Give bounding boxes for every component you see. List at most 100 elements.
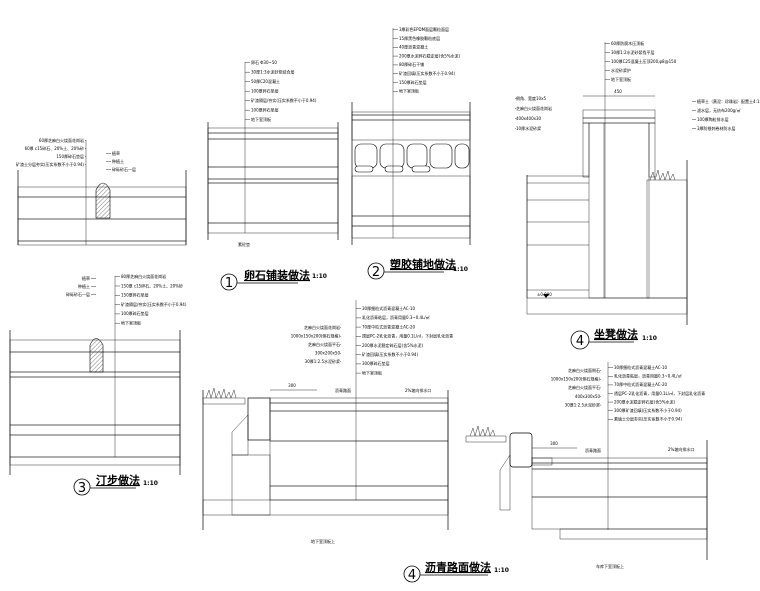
detail-scale: 1:10 <box>453 266 468 273</box>
layer-label: 矿渣土分层夯实(压实系数不小于0.94) <box>16 161 84 167</box>
layer-label: 乳化沥青粘层，沥青用量0.3~0.4L/㎡ <box>362 314 430 320</box>
detail-pebble-paving: 素砼垫 卵石 Φ30~50 30厚1:3水泥砂浆结合层 50厚C20混凝土 100厚碎… <box>207 59 339 291</box>
layer-label: 水泥砂浆护 <box>611 67 631 73</box>
layer-label: 芝麻白火烧面平石 <box>308 341 340 347</box>
layer-label: 倒角、宽度10x5 <box>516 95 546 101</box>
detail-number-circle <box>403 565 421 583</box>
detail-scale: 1:10 <box>143 480 158 487</box>
detail-title-plastic: 塑胶铺地做法 <box>390 257 456 271</box>
asphalt2-road-label: 沥青路面 <box>585 447 601 453</box>
layer-label: 300x200x50 <box>315 351 341 356</box>
detail-number-circle <box>570 330 590 350</box>
layer-label: 200厚水泥碎石稳定层(含5%水泥) <box>399 52 461 58</box>
layer-label: 30厚1:2.5水泥砂浆 <box>565 401 600 407</box>
detail-number-circle <box>220 273 238 291</box>
layer-label: 芝麻白火烧面侧石 <box>568 367 600 373</box>
layer-label: 15厚黑色橡胶颗粒底层 <box>399 35 440 41</box>
layer-label: 芝麻白火烧面花岗岩 <box>516 105 552 111</box>
layer-label: 3厚防根刺卷材防水层 <box>697 125 736 131</box>
layer-label: 30厚细粒式沥青混凝土AC-10 <box>614 364 668 370</box>
layer-label: 碎砾砂石一层 <box>112 166 136 172</box>
layer-label: 70厚中粒式沥青混凝土AC-20 <box>362 323 416 329</box>
detail-asphalt-road: 300 沥青路面 2%坡向排水口 地下室顶板上 30厚细粒式沥青混凝土AC-10… <box>202 300 509 583</box>
layer-label: 矿渣回填(压实系数不小于0.94) <box>399 70 455 76</box>
layer-label: 植草 <box>112 150 120 156</box>
layer-label: 60厚芝麻白火烧面花岗岩 <box>39 137 84 143</box>
layer-label: 70厚中粒式沥青混凝土AC-20 <box>614 381 668 387</box>
detail-scale: 1:10 <box>312 273 327 280</box>
layer-label: 30厚细粒式沥青混凝土AC-10 <box>362 305 416 311</box>
layer-label: 150厚碎石垫层 <box>121 292 149 298</box>
layer-label: 卵石 Φ30~50 <box>251 59 277 65</box>
layer-label: 素填土分层夯实(压实系数不小于0.94) <box>614 416 682 422</box>
layer-label: 100厚碎石垫层 <box>121 310 149 316</box>
layer-label: 100厚碎石垫层 <box>251 88 279 94</box>
detail-number: 1 <box>225 276 233 291</box>
layer-label: 400x400x30 <box>516 116 542 121</box>
layer-label: 400x300x50 <box>575 394 601 399</box>
layer-label: 30厚1:2.5水泥砂浆 <box>305 358 340 364</box>
layer-label: 10厚水泥砂浆 <box>516 125 541 131</box>
layer-label: 地下室顶板 <box>362 369 382 375</box>
layer-label: 50厚C20混凝土 <box>251 78 280 84</box>
layer-label: 地下室顶板 <box>399 88 419 94</box>
layer-label: 1000x150x200(侧石规格) <box>291 333 341 339</box>
detail-title-stepping: 汀步做法 <box>96 473 140 487</box>
layer-label: 芝麻白火烧面花岗岩 <box>304 324 340 330</box>
layer-label: 80厚芝麻白火烧面花岗岩 <box>121 273 166 279</box>
layer-label: 150厚碎石垫层 <box>56 153 84 159</box>
layer-label: 矿渣回填(压实系数不小于0.94) <box>362 351 418 357</box>
detail-bench: 450 ±0.000 60厚防腐木压顶板30厚1:2水泥砂浆找平层100厚C25… <box>515 40 760 350</box>
detail-plastic-paving: 3厚彩色EPDM面层颗粒面层 15厚黑色橡胶颗粒底层 40厚沥青混凝土 200厚水泥碎… <box>351 26 471 280</box>
layer-label: 30厚1:2水泥砂浆找平层 <box>611 49 655 55</box>
layer-label: 矿渣隔层/夯实(压实系数不小于0.94) <box>121 301 187 307</box>
layer-label: 3厚彩色EPDM面层颗粒面层 <box>399 26 449 32</box>
layer-label: 100厚陶粒排水层 <box>697 116 729 122</box>
asphalt-note-below: 地下室顶板上 <box>311 538 335 544</box>
layer-label: 矿渣隔层/夯实(压实系数不小于0.94) <box>251 97 317 103</box>
detail-asphalt-road-2: 300 沥青路面 2%坡向排水口 车库下室顶板上 30厚细粒式沥青混凝土AC-1… <box>465 362 708 569</box>
asphalt-slope: 2%坡向排水口 <box>405 387 431 393</box>
layer-label: 地下室顶板 <box>121 320 141 326</box>
layer-label: 植草 <box>82 275 90 281</box>
layer-label: 40厚沥青混凝土 <box>399 44 428 50</box>
detail-number-circle <box>367 262 385 280</box>
layer-label: 透层PC-2乳化沥青，用量0.1L/㎡，下封层乳化沥青 <box>614 390 705 396</box>
layer-label: 300厚矿渣回填(压实系数不小于0.94) <box>614 407 682 413</box>
layer-label: 30厚1:3水泥砂浆结合层 <box>251 69 295 75</box>
layer-label: 150厚 c15碎石、20%土、20%砂 <box>121 282 183 288</box>
detail-number: 2 <box>372 265 380 280</box>
detail-title-asphalt: 沥青路面做法 <box>425 560 491 574</box>
asphalt-dimension: 300 <box>288 383 296 388</box>
pebble-note-below: 素砼垫 <box>238 241 250 247</box>
detail-number-circle <box>73 478 91 496</box>
layer-label: 植草土（黄泥：珍珠岩）配置土4:1:1 <box>697 98 760 104</box>
asphalt2-slope: 2%坡向排水口 <box>668 446 694 452</box>
layer-label: 200厚水泥稳定碎石层(含5%水泥) <box>614 398 676 404</box>
asphalt2-dimension: 300 <box>550 441 558 446</box>
layer-label: 1000x150x200(侧石规格) <box>551 376 601 382</box>
layer-label: 80厚碎石干铺 <box>399 61 424 67</box>
layer-label: 地下室顶板 <box>251 116 271 122</box>
detail-title-pebble: 卵石铺装做法 <box>244 268 310 282</box>
layer-label: 种植土 <box>78 283 90 289</box>
layer-label: 种植土 <box>112 158 124 164</box>
layer-label: 100厚碎石垫层 <box>251 107 279 113</box>
layer-label: 200厚水泥稳定碎石层(含5%水泥) <box>362 342 424 348</box>
detail-number: 4 <box>576 334 584 349</box>
detail-title-bench: 坐凳做法 <box>594 327 638 341</box>
asphalt-road-label: 沥青路面 <box>335 387 351 393</box>
layer-label: 地下室顶板 <box>611 76 631 82</box>
layer-label: 滤水层，无纺布200g/㎡ <box>697 107 741 113</box>
layer-label: 100厚C25混凝土压顶200,φ8@150 <box>611 58 677 64</box>
detail-scale: 1:10 <box>642 335 657 342</box>
layer-label: 透层PC-2乳化沥青，用量0.1L/㎡，下封层乳化沥青 <box>362 333 453 339</box>
layer-label: 300厚碎石垫层 <box>362 360 390 366</box>
layer-label: 碎砾砂石一层 <box>66 291 90 297</box>
layer-label: 芝麻白火烧面平石 <box>568 384 600 390</box>
detail-number: 3 <box>78 481 86 496</box>
layer-label: 60厚防腐木压顶板 <box>611 40 644 46</box>
detail-number: 4 <box>408 568 416 583</box>
